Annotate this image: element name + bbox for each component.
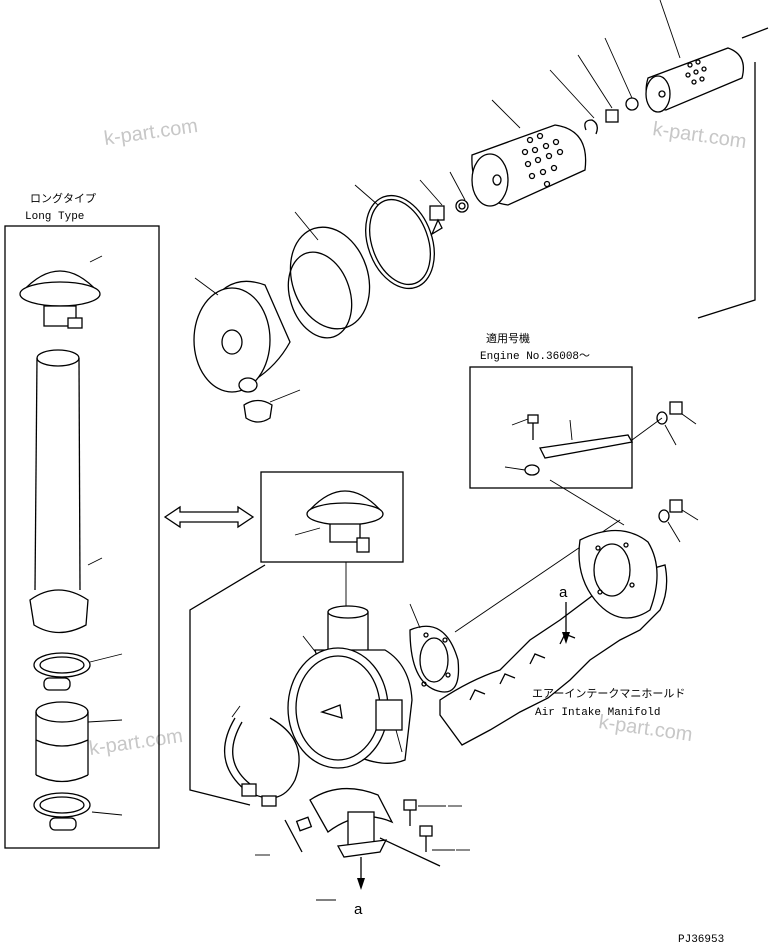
applicable-label-jp: 適用号機 [486, 331, 530, 345]
inner-element [645, 0, 769, 113]
watermark: k-part.com [651, 118, 748, 153]
section-marker-a-top: a [559, 584, 568, 601]
seal-band [287, 211, 371, 339]
drawing-number: PJ36953 [678, 934, 724, 946]
wing-nut [419, 179, 445, 236]
gasket [409, 519, 621, 693]
element-holes [521, 132, 564, 188]
washer-a [604, 37, 639, 111]
washer-c [658, 509, 670, 523]
long-type-panel: ロングタイプ Long Type [4, 191, 160, 849]
long-type-frame [4, 225, 160, 849]
extension-pipe [29, 349, 103, 634]
bracket-bolt-b [419, 825, 470, 852]
hex-nut-a [577, 54, 619, 123]
hose-clamp-upper [33, 652, 123, 691]
connection-hose [35, 701, 123, 783]
manifold-label-en: Air Intake Manifold [535, 707, 660, 719]
mounting-band [223, 705, 300, 807]
hose-clamp-lower [33, 792, 123, 831]
engine-number-label: Engine No.36008～ [480, 351, 590, 363]
air-cleaner-body [189, 564, 470, 901]
interchange-arrow [163, 505, 255, 529]
engine-number-frame [469, 366, 633, 489]
o-ring [354, 184, 435, 290]
bracket [539, 419, 634, 459]
leader-line [697, 62, 756, 319]
bracket-bolt-a [403, 799, 462, 826]
spacer [504, 464, 540, 476]
air-cleaner-exploded [193, 0, 769, 423]
support-bracket [309, 787, 394, 901]
rain-cap-long [19, 255, 103, 329]
standard-cap-frame [260, 471, 404, 563]
watermark: k-part.com [103, 115, 200, 150]
evacuator-valve [243, 389, 301, 423]
outer-element [471, 99, 587, 207]
section-marker-a-bottom: a [354, 901, 363, 918]
washer-small [449, 171, 469, 213]
snap-ring [549, 69, 598, 135]
long-type-label-en: Long Type [25, 211, 84, 223]
watermark: k-part.com [88, 725, 185, 760]
manifold-label-jp: エアーインテークマニホールド [532, 687, 685, 700]
filter-cover [193, 277, 291, 393]
air-intake-manifold [439, 499, 699, 746]
hex-nut-b [669, 401, 683, 415]
bolt [511, 414, 539, 440]
hex-nut-c [669, 499, 683, 513]
band-bolt [255, 816, 313, 856]
applicable-engine-panel: 適用号機 Engine No.36008～ [469, 331, 697, 526]
standard-cap-panel [260, 471, 404, 606]
long-type-label-jp: ロングタイプ [30, 191, 96, 205]
